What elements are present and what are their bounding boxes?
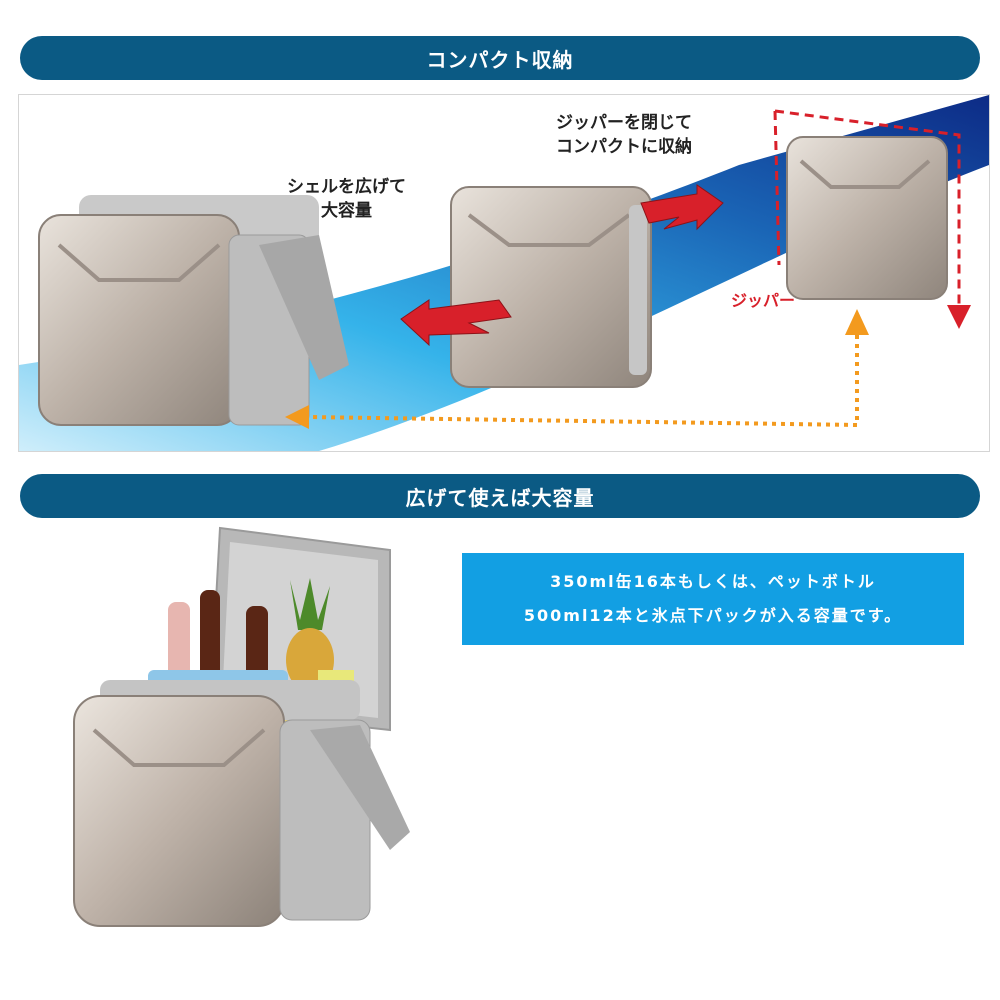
medium-cooler-image — [450, 186, 652, 388]
zipper-dashed-outline — [773, 109, 961, 305]
compact-caption: ジッパーを閉じて コンパクトに収納 — [556, 111, 692, 159]
red-arrow-left — [400, 299, 512, 347]
section-banner-expand: 広げて使えば大容量 — [20, 474, 980, 518]
orange-arrow-up — [845, 309, 869, 335]
orange-arrow-left — [285, 405, 309, 429]
section-title-expand: 広げて使えば大容量 — [405, 485, 595, 510]
red-arrow-right — [640, 184, 724, 231]
zipper-down-arrow — [947, 305, 971, 329]
capacity-line2: 500ml12本と氷点下パックが入る容量です。 — [523, 606, 903, 625]
open-cooler-image — [73, 526, 410, 927]
expand-caption-line2: 大容量 — [321, 201, 372, 221]
section-title-compact: コンパクト収納 — [426, 47, 574, 72]
section-banner-compact: コンパクト収納 — [20, 36, 980, 80]
capacity-info-box: 350ml缶16本もしくは、ペットボトル 500ml12本と氷点下パックが入る容… — [462, 553, 964, 645]
compact-cooler-image — [786, 136, 948, 300]
compact-caption-line1: ジッパーを閉じて — [556, 113, 692, 133]
expanded-cooler-image — [38, 195, 349, 426]
zipper-label: ジッパー — [731, 291, 796, 310]
orange-dotted-path — [308, 335, 859, 428]
capacity-line1: 350ml缶16本もしくは、ペットボトル — [550, 572, 876, 591]
compact-caption-line2: コンパクトに収納 — [556, 137, 692, 157]
expand-caption-line1: シェルを広げて — [287, 177, 406, 197]
expand-caption: シェルを広げて 大容量 — [287, 175, 406, 223]
compact-diagram — [19, 95, 989, 451]
compact-storage-panel: シェルを広げて 大容量 ジッパーを閉じて コンパクトに収納 ジッパー — [18, 94, 990, 452]
